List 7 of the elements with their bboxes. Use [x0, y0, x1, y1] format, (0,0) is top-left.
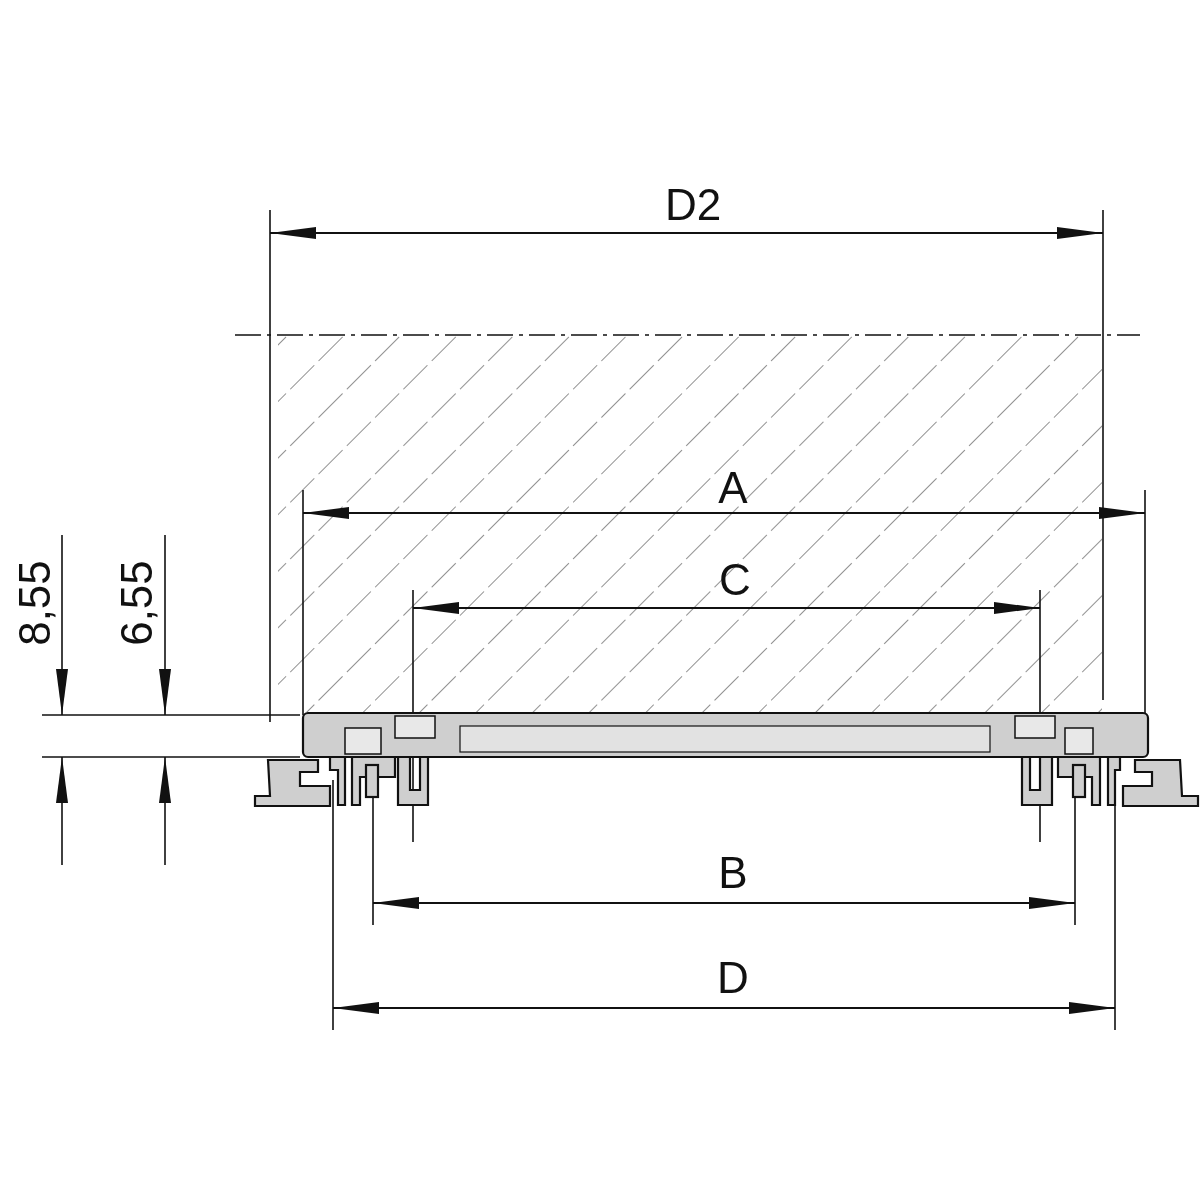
- dimension-label: C: [719, 558, 751, 602]
- dimension-label: A: [718, 466, 748, 510]
- dimension-label: D2: [664, 183, 722, 227]
- dimension-label: 8,55: [13, 560, 57, 646]
- dimension-label: 6,55: [115, 560, 159, 646]
- dimension-label: B: [718, 851, 748, 895]
- dimension-label: D: [717, 956, 749, 1000]
